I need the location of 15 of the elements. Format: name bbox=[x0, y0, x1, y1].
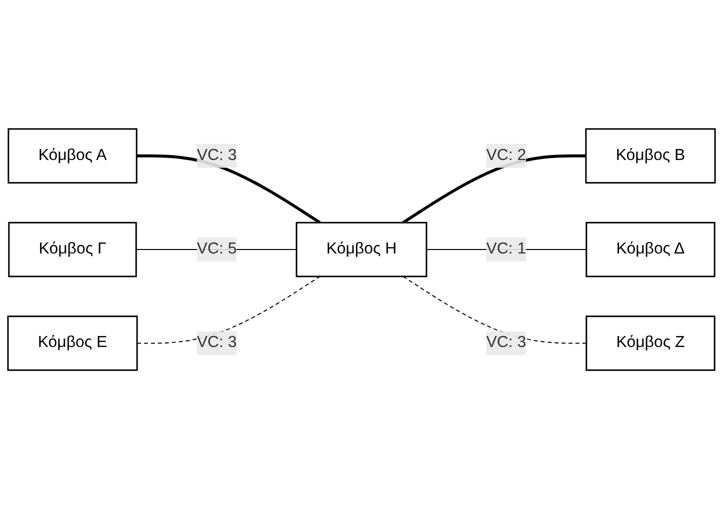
edge-label: VC: 2 bbox=[486, 147, 526, 164]
node-box: Κόμβος Α bbox=[8, 128, 138, 184]
edge-label: VC: 3 bbox=[196, 147, 237, 164]
node-box: Κόμβος Δ bbox=[586, 222, 716, 278]
connector bbox=[136, 154, 321, 224]
node-box: Κόμβος Β bbox=[585, 128, 716, 184]
edge-label: VC: 3 bbox=[196, 334, 237, 352]
node-box: Κόμβος Ζ bbox=[586, 316, 716, 372]
edge-label: VC: 3 bbox=[486, 334, 526, 352]
node-box: Κόμβος Ε bbox=[7, 316, 138, 372]
connector bbox=[402, 154, 586, 224]
node-box: Κόμβος Γ bbox=[8, 222, 137, 278]
node-box: Κόμβος Η bbox=[296, 222, 428, 278]
edge-label: VC: 1 bbox=[486, 241, 526, 258]
edge-label: VC: 5 bbox=[196, 241, 237, 258]
